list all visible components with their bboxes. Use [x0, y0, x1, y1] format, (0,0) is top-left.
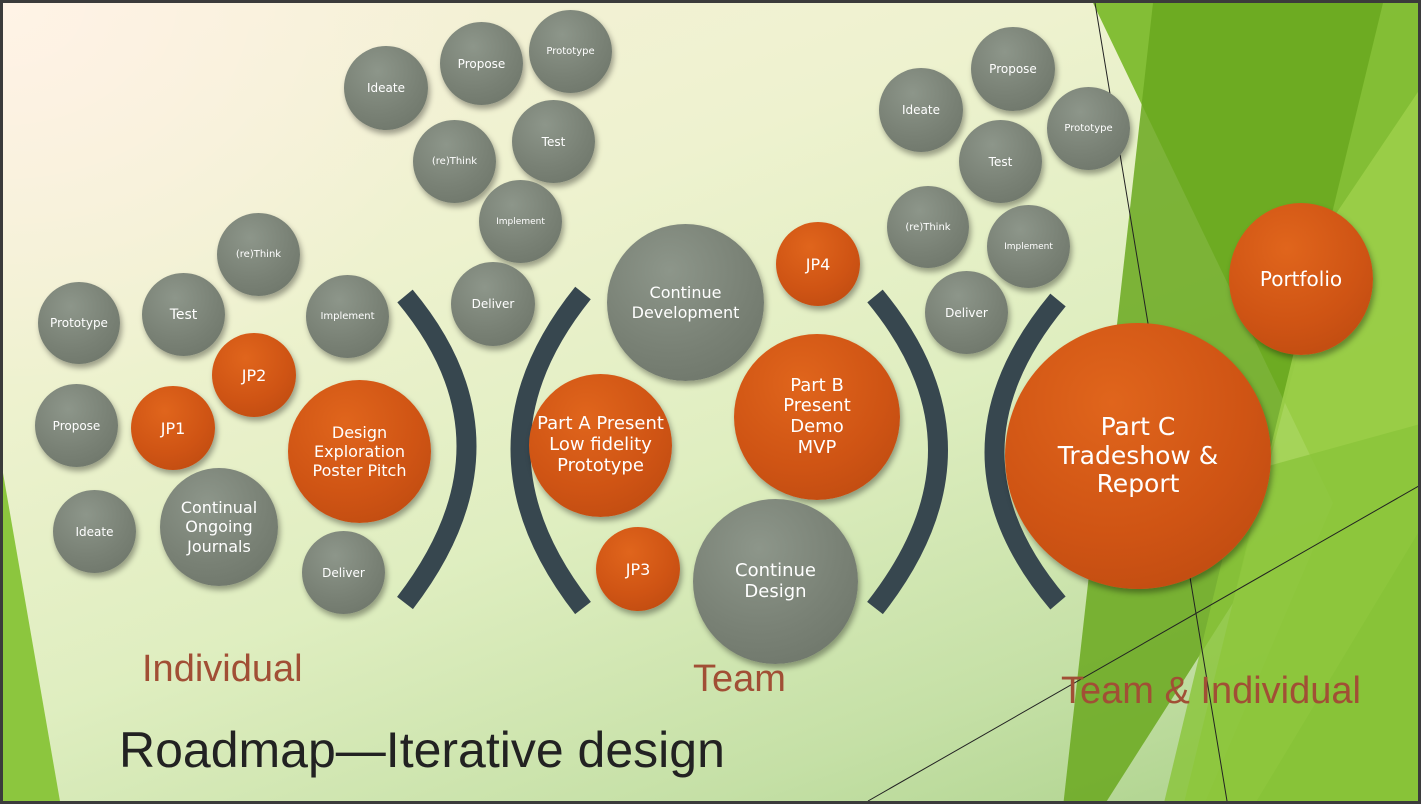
implement-bubble-3: Implement — [987, 205, 1070, 288]
ideate-bubble-2: Ideate — [344, 46, 428, 130]
deliver-bubble-3: Deliver — [925, 271, 1008, 354]
propose-bubble-1: Propose — [35, 384, 118, 467]
rethink-bubble-3: (re)Think — [887, 186, 969, 268]
prototype-bubble-1: Prototype — [38, 282, 120, 364]
part-c-bubble: Part C Tradeshow & Report — [1005, 323, 1271, 589]
deliver-bubble-2: Deliver — [451, 262, 535, 346]
prototype-bubble-3: Prototype — [1047, 87, 1130, 170]
deliver-bubble-1: Deliver — [302, 531, 385, 614]
test-bubble-1: Test — [142, 273, 225, 356]
ideate-bubble-1: Ideate — [53, 490, 136, 573]
jp1-bubble: JP1 — [131, 386, 215, 470]
jp2-bubble: JP2 — [212, 333, 296, 417]
thin-line-2 — [867, 485, 1418, 801]
right-green-shape-4 — [1164, 424, 1418, 801]
test-bubble-3: Test — [959, 120, 1042, 203]
prototype-bubble-2: Prototype — [529, 10, 612, 93]
design-exploration-bubble: Design Exploration Poster Pitch — [288, 380, 431, 523]
ideate-bubble-3: Ideate — [879, 68, 963, 152]
team-individual-label: Team & Individual — [1061, 670, 1361, 712]
propose-bubble-2: Propose — [440, 22, 523, 105]
continue-development-bubble: Continue Development — [607, 224, 764, 381]
left-green-shape — [3, 473, 60, 801]
page-title: Roadmap—Iterative design — [119, 722, 725, 778]
implement-bubble-2: Implement — [479, 180, 562, 263]
rethink-bubble-2: (re)Think — [413, 120, 496, 203]
portfolio-bubble: Portfolio — [1229, 203, 1373, 355]
individual-label: Individual — [142, 648, 303, 690]
rethink-bubble-1: (re)Think — [217, 213, 300, 296]
team-label: Team — [693, 658, 786, 700]
propose-bubble-3: Propose — [971, 27, 1055, 111]
jp3-bubble: JP3 — [596, 527, 680, 611]
part-a-bubble: Part A Present Low fidelity Prototype — [529, 374, 672, 517]
jp4-bubble: JP4 — [776, 222, 860, 306]
continue-design-bubble: Continue Design — [693, 499, 858, 664]
part-b-bubble: Part B Present Demo MVP — [734, 334, 900, 500]
implement-bubble-1: Implement — [306, 275, 389, 358]
test-bubble-2: Test — [512, 100, 595, 183]
journals-bubble: Continual Ongoing Journals — [160, 468, 278, 586]
